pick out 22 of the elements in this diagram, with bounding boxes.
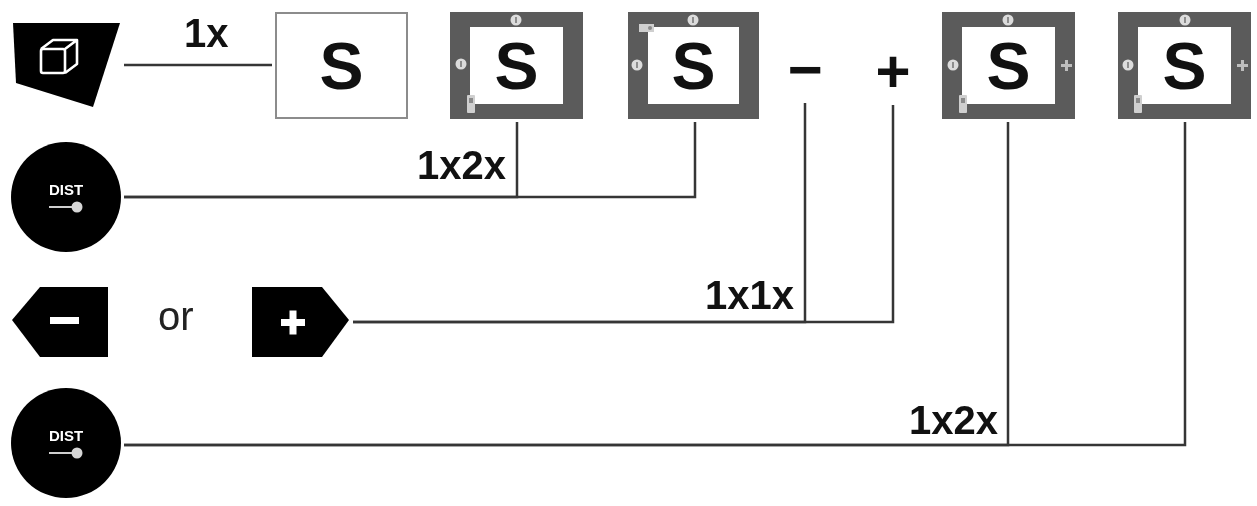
button-label: DIST xyxy=(48,181,84,197)
button-label: DIST xyxy=(48,427,84,443)
display-screen xyxy=(942,12,1075,119)
cube-button-icon xyxy=(13,23,121,108)
connector-line xyxy=(124,122,697,199)
display-letter: S xyxy=(319,32,364,99)
display-screen xyxy=(275,12,408,119)
minus-sign: − xyxy=(785,40,825,100)
display-letter: S xyxy=(986,32,1031,99)
connector-line xyxy=(124,122,1187,447)
connector-line xyxy=(124,63,272,67)
minus-button-icon xyxy=(12,287,109,358)
plus-sign: + xyxy=(873,42,913,102)
display-letter: S xyxy=(1162,32,1207,99)
plus-button-icon xyxy=(252,287,350,358)
connector-line xyxy=(353,105,895,324)
display-letter: S xyxy=(494,32,539,99)
display-screen xyxy=(1118,12,1251,119)
display-screen xyxy=(450,12,583,119)
display-letter: S xyxy=(671,32,716,99)
separator-text: or xyxy=(158,296,194,336)
display-screen xyxy=(628,12,759,119)
